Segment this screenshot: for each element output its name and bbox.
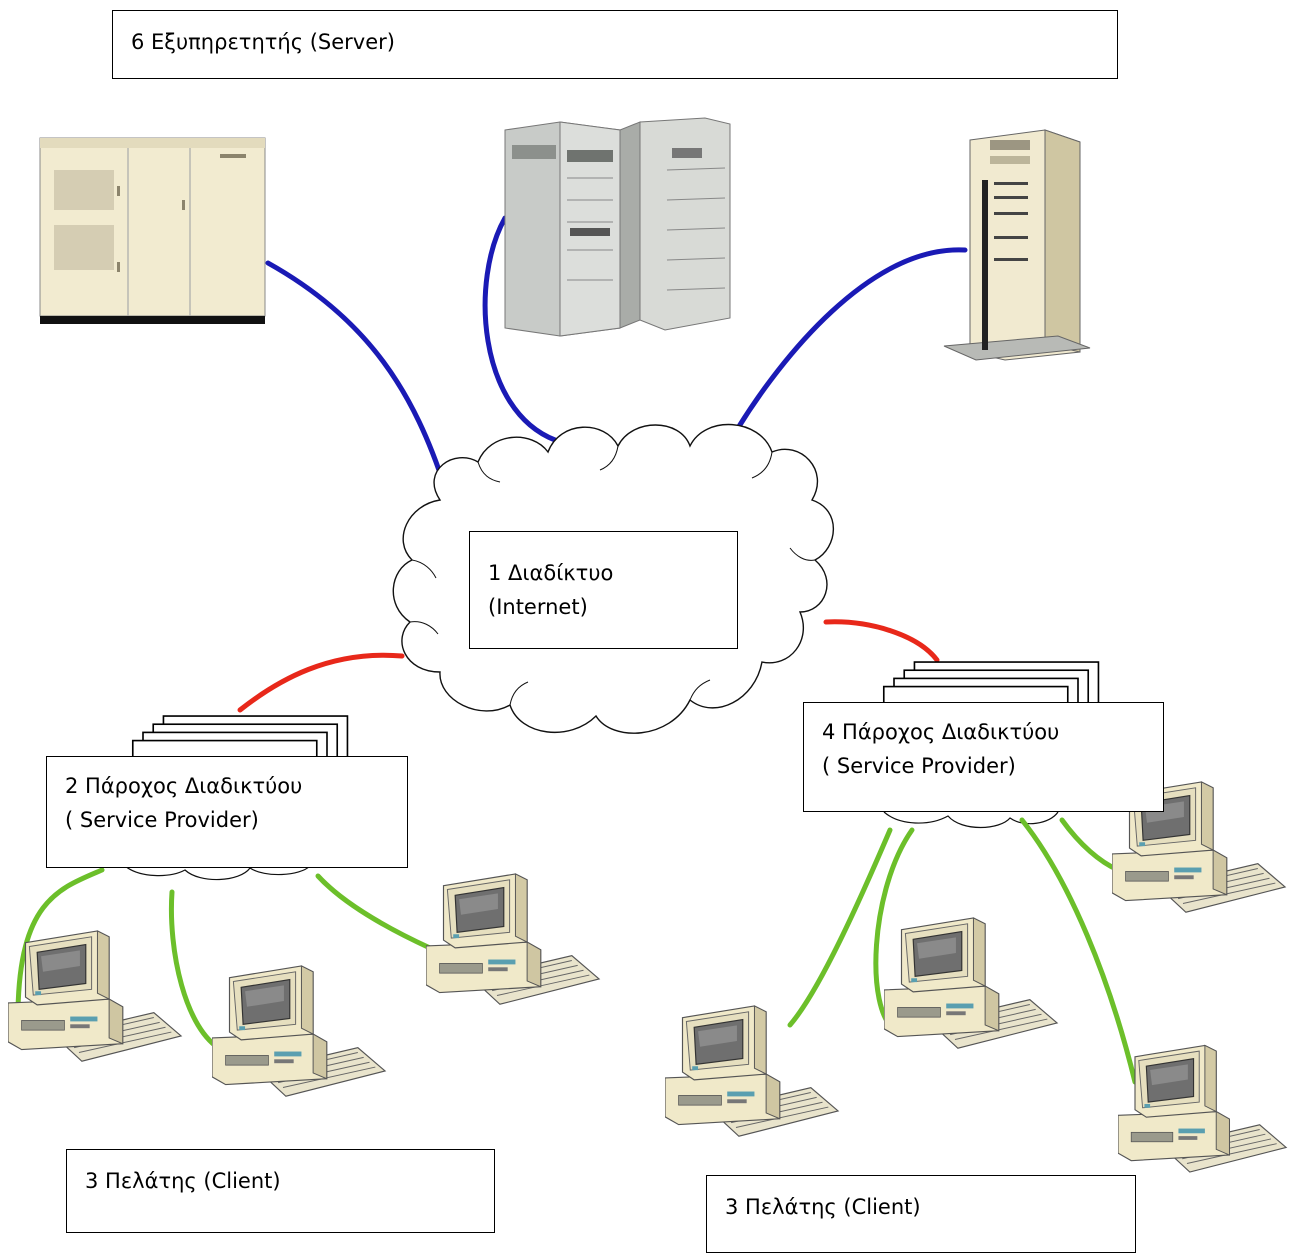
desktop-computer-icon: [1118, 1044, 1287, 1173]
provider-cloud-left: [124, 865, 311, 881]
client-label-left: 3 Πελάτης (Client): [66, 1149, 495, 1233]
provider-link-left: [237, 652, 405, 713]
client-link-6: [1019, 817, 1138, 1085]
client-link-4: [787, 827, 893, 1028]
server-label: 6 Εξυπηρετητής (Server): [112, 10, 1118, 79]
client-link-3: [315, 873, 433, 951]
client-left-text: 3 Πελάτης (Client): [85, 1169, 281, 1193]
server-cabinet-icon: [39, 137, 266, 324]
client-label-right: 3 Πελάτης (Client): [706, 1175, 1136, 1253]
server-link-left: [265, 260, 448, 491]
internet-label-line2: (Internet): [488, 595, 588, 619]
provider-left-line2: ( Service Provider): [65, 808, 259, 832]
client-link-1: [15, 867, 105, 1013]
server-link-right: [735, 247, 968, 431]
client-link-7: [1059, 817, 1121, 873]
desktop-computer-icon: [426, 873, 600, 1005]
provider-right-line2: ( Service Provider): [822, 754, 1016, 778]
desktop-computer-icon: [884, 917, 1058, 1049]
internet-label-line1: 1 Διαδίκτυο: [488, 561, 614, 585]
provider-left-line1: 2 Πάροχος Διαδικτύου: [65, 774, 303, 798]
server-rack-icon: [504, 117, 731, 337]
client-right-text: 3 Πελάτης (Client): [725, 1195, 921, 1219]
provider-cloud-right: [883, 811, 1059, 828]
provider-right-line1: 4 Πάροχος Διαδικτύου: [822, 720, 1060, 744]
internet-label: 1 Διαδίκτυο (Internet): [469, 531, 738, 649]
server-tower-icon: [943, 129, 1091, 361]
provider-link-right: [823, 619, 940, 663]
server-link-center: [482, 215, 558, 443]
server-label-text: 6 Εξυπηρετητής (Server): [131, 30, 395, 54]
desktop-computer-icon: [212, 965, 386, 1097]
provider-label-left: 2 Πάροχος Διαδικτύου ( Service Provider): [46, 756, 408, 868]
desktop-computer-icon: [665, 1005, 839, 1137]
desktop-computer-icon: [8, 930, 182, 1062]
client-link-2: [168, 889, 225, 1053]
provider-label-right: 4 Πάροχος Διαδικτύου ( Service Provider): [803, 702, 1164, 812]
